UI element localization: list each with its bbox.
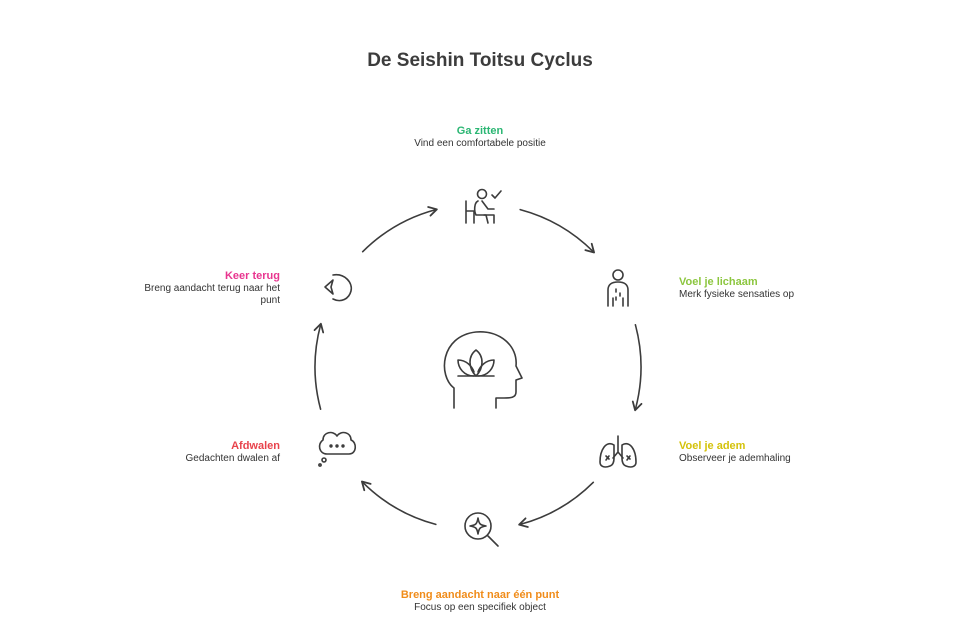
step-label-ga-zitten: Ga zitten Vind een comfortabele positie [370,125,590,150]
step-title: Keer terug [224,270,280,282]
thought-bubble-icon [318,431,357,467]
step-title: Afdwalen [231,440,280,452]
step-label-voel-je-adem: Voel je adem Observeer je ademhaling [679,440,879,465]
step-label-afdwalen: Afdwalen Gedachten dwalen af [100,440,280,465]
cycle-arrow [519,208,595,254]
person-sitting-desk-icon [465,188,502,224]
cycle-arrow [361,480,437,526]
step-title: Voel je adem [679,440,746,452]
step-title: Voel je lichaam [679,276,758,288]
cycle-arrow [631,324,643,412]
step-desc: Observeer je ademhaling [679,453,791,464]
cycle-arrow [361,206,438,253]
cycle-arcs [313,206,643,528]
step-title: Breng aandacht naar één punt [400,589,560,601]
return-arrow-icon [324,273,353,302]
step-desc: Focus op een specifiek object [414,602,546,613]
step-desc: Merk fysieke sensaties op [679,289,795,300]
head-lotus-icon [443,331,523,409]
step-desc: Breng aandacht terug naar het punt [144,283,280,306]
magnifier-star-icon [464,512,499,547]
step-label-keer-terug: Keer terug Breng aandacht terug naar het… [140,270,280,307]
step-desc: Vind een comfortabele positie [414,138,546,149]
lungs-icon [599,435,637,468]
cycle-arrow [518,481,595,528]
page-title: De Seishin Toitsu Cyclus [367,50,593,71]
step-label-voel-je-lichaam: Voel je lichaam Merk fysieke sensaties o… [679,276,879,301]
step-label-breng-aandacht: Breng aandacht naar één punt Focus op ee… [400,589,560,614]
step-desc: Gedachten dwalen af [185,453,280,464]
cycle-arrow [313,322,325,410]
body-sensation-icon [607,269,629,307]
step-title: Ga zitten [456,125,504,137]
